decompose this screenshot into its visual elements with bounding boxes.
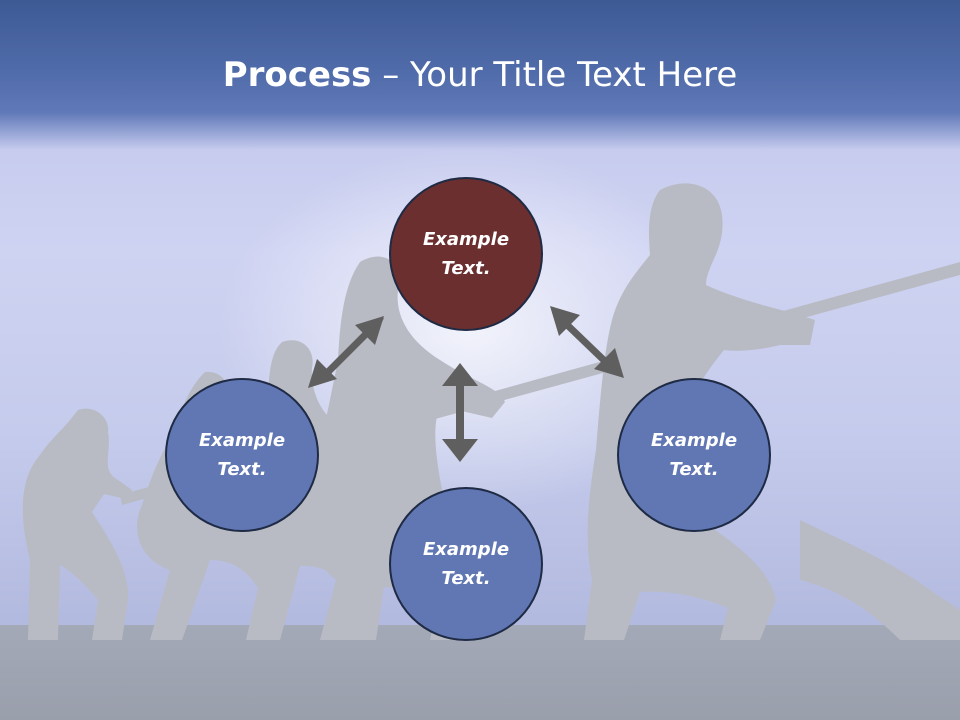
arrow-top-right [550,306,624,378]
process-node-top[interactable]: Example Text. [389,177,543,331]
slide-title: Process – Your Title Text Here [0,52,960,98]
title-bar [0,0,960,150]
node-label-bottom: Example Text. [422,539,510,589]
arrow-vertical [442,363,478,462]
connector-arrows [308,306,624,462]
process-node-bottom[interactable]: Example Text. [389,487,543,641]
grass-ground [0,625,960,720]
node-label-right: Example Text. [650,430,738,480]
title-rest: – Your Title Text Here [371,55,738,95]
node-label-top: Example Text. [422,229,510,279]
title-bold: Process [222,55,372,95]
process-node-right[interactable]: Example Text. [617,378,771,532]
node-label-left: Example Text. [198,430,286,480]
process-node-left[interactable]: Example Text. [165,378,319,532]
arrow-top-left [308,316,384,388]
